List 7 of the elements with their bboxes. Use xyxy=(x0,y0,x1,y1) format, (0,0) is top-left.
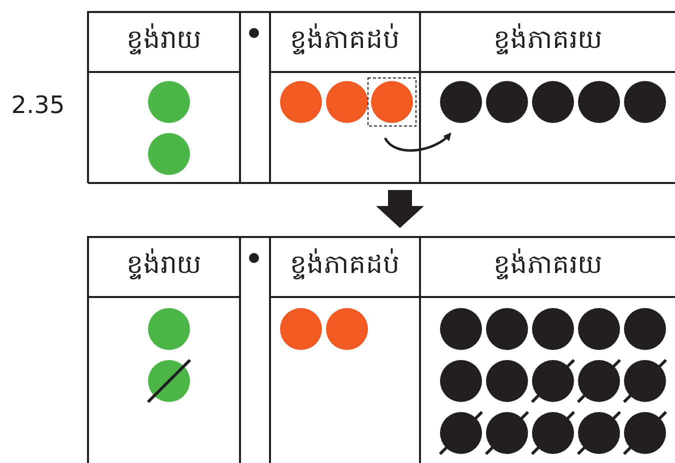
column-header: ខ្ទង់រាយ xyxy=(126,247,202,282)
number-label: 2.35 xyxy=(10,90,66,121)
column-header: ខ្ទង់ភាគដប់ xyxy=(289,247,401,282)
column-header: ខ្ទង់រាយ xyxy=(126,22,202,57)
column-header: ខ្ទង់ភាគរយ xyxy=(492,247,604,282)
column-header: ខ្ទង់ភាគដប់ xyxy=(289,22,401,57)
column-header: ខ្ទង់ភាគរយ xyxy=(492,22,604,57)
